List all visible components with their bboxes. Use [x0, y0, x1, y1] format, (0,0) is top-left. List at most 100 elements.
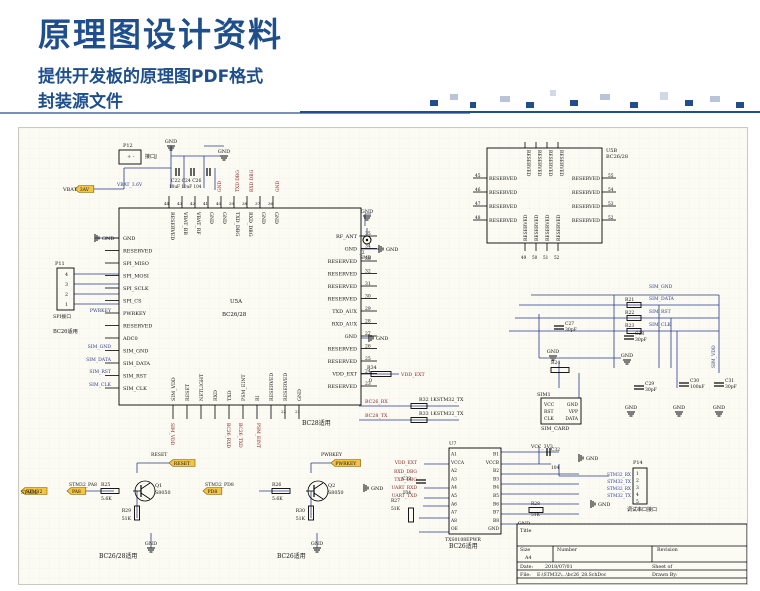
cap-value: 30pF	[725, 384, 737, 390]
net-name: GND	[217, 180, 223, 192]
pin-label: RESERVED	[489, 204, 517, 210]
pin-number: 53	[608, 202, 614, 207]
wire-segment	[313, 492, 324, 500]
connector-ref: P14	[633, 460, 643, 466]
transistor-ref: Q2	[328, 483, 335, 489]
gnd-label: GND	[713, 405, 725, 411]
page-subtitle-line1: 提供开发板的原理图PDF格式	[38, 67, 264, 87]
gnd-label: GND	[311, 541, 323, 547]
resistor-value: 51K	[391, 507, 401, 512]
pin-label: SIM_CLK	[123, 386, 147, 392]
pin-label: RESERVED	[283, 373, 289, 401]
connector-pin: 1	[636, 471, 639, 477]
net-name: STM32_TX	[607, 494, 632, 499]
net-name: STM32_PD8	[205, 482, 234, 488]
resistor-r29	[134, 505, 140, 521]
pin-number: 28	[365, 319, 371, 325]
title-block-label: Sheet of	[652, 564, 673, 570]
pin-label: RESERVED	[328, 297, 357, 303]
net-name: BC26_RXD	[225, 423, 231, 448]
header-decoration	[300, 90, 760, 113]
gnd-label: GND	[598, 502, 610, 508]
net-name: STM32_RX	[607, 487, 632, 492]
pin-label: A4	[450, 486, 457, 491]
resistor-ref: R28	[531, 502, 540, 507]
connector-pin: 2	[636, 478, 639, 484]
net-name: SIM_VDD	[711, 345, 717, 368]
gnd-label: GND	[625, 405, 637, 411]
cap-value: 30pF	[645, 387, 657, 393]
chip-ref: U5A	[230, 299, 243, 305]
net-name: RXD DBG	[249, 169, 255, 192]
pin-label: RESERVED	[328, 384, 357, 390]
net-name: SIM_DATA	[86, 357, 112, 363]
pin-label: RESERVED	[489, 176, 517, 182]
net-name: RESET	[151, 452, 168, 458]
pin-label: GND	[345, 247, 357, 253]
pin-label: B3	[493, 477, 499, 482]
pin-number: 51	[543, 255, 549, 260]
pin-label: GND	[488, 527, 499, 532]
wire-segment	[140, 492, 151, 500]
resistor-ref: R26	[272, 482, 281, 488]
sim-pin: RST	[544, 409, 553, 415]
pin-label: A2	[450, 469, 457, 474]
connector-pin: 1	[65, 302, 68, 308]
pin-number: 45	[475, 174, 481, 179]
chip-part: TXS0108EPWR	[445, 537, 481, 543]
pin-label: SPI_SCLK	[123, 286, 149, 292]
cap-ref: C22 C24 C26	[171, 178, 202, 184]
resistor-r25	[100, 488, 120, 494]
pin-label: SIM_VDD	[171, 377, 177, 401]
antenna-ref: J2	[359, 250, 365, 256]
pin-label: RESERVED	[525, 150, 531, 177]
vbat-label: VBAT_3.6V	[116, 182, 143, 188]
sim-caption: SIM_CARD	[541, 426, 569, 432]
pin-label: B1	[493, 453, 499, 458]
pin-number: 23	[365, 381, 371, 387]
header-rule	[0, 112, 470, 114]
transistor-type: S8050	[328, 490, 344, 496]
chip-part: BC26/28	[606, 154, 628, 160]
pin-number: 32	[365, 269, 371, 275]
net-label-text: RESET	[174, 461, 191, 467]
net-name: BC26_RX	[365, 399, 388, 405]
sim-ref: SIM1	[537, 392, 551, 398]
net-name: TXD_DBG	[394, 477, 417, 483]
pin-label: RESET	[185, 383, 191, 401]
connector-caption: SPI接口	[53, 313, 71, 320]
pin-number: 38	[242, 201, 248, 206]
pin-number: 47	[475, 202, 481, 207]
resistor-value: 51K	[531, 513, 541, 518]
net-name: STM32	[21, 490, 38, 496]
resistor-ref: R32 1KSTM32_TX	[419, 397, 464, 403]
net-label	[330, 459, 361, 467]
cap-value: 104	[403, 491, 412, 496]
pin-number: 43	[177, 201, 183, 206]
wire-segment	[313, 482, 324, 490]
pin-number: 42	[190, 201, 196, 206]
resistor-r24	[550, 367, 570, 373]
net-label	[66, 487, 87, 495]
cap-ref: C29	[645, 381, 654, 387]
resistor-value: 5.6K	[101, 496, 112, 502]
resistor-value: 5.6K	[272, 496, 283, 502]
gnd-label: GND	[165, 139, 177, 145]
cap-value: 100nF	[690, 384, 705, 390]
pin-label: RESERVED	[489, 218, 517, 224]
pin-label: PSM_EINT	[241, 374, 247, 401]
net-name: STM32_PA8	[69, 482, 97, 488]
net-name: SIM_RST	[649, 309, 672, 315]
gnd-label: GND	[586, 456, 598, 462]
pin-number: 34	[365, 244, 371, 250]
cap-ref: C28	[635, 331, 644, 337]
sim-card-holder	[540, 397, 582, 425]
header: 原理图设计资料 提供开发板的原理图PDF格式 封装源文件	[0, 0, 760, 120]
pin-label: GND	[273, 212, 279, 224]
pin-number: 26	[365, 344, 371, 350]
net-name: PWRKEY	[90, 308, 112, 314]
title-block-value: A4	[524, 555, 532, 561]
pin-label: A6	[450, 502, 457, 507]
net-name: STM32_TX	[607, 480, 632, 485]
